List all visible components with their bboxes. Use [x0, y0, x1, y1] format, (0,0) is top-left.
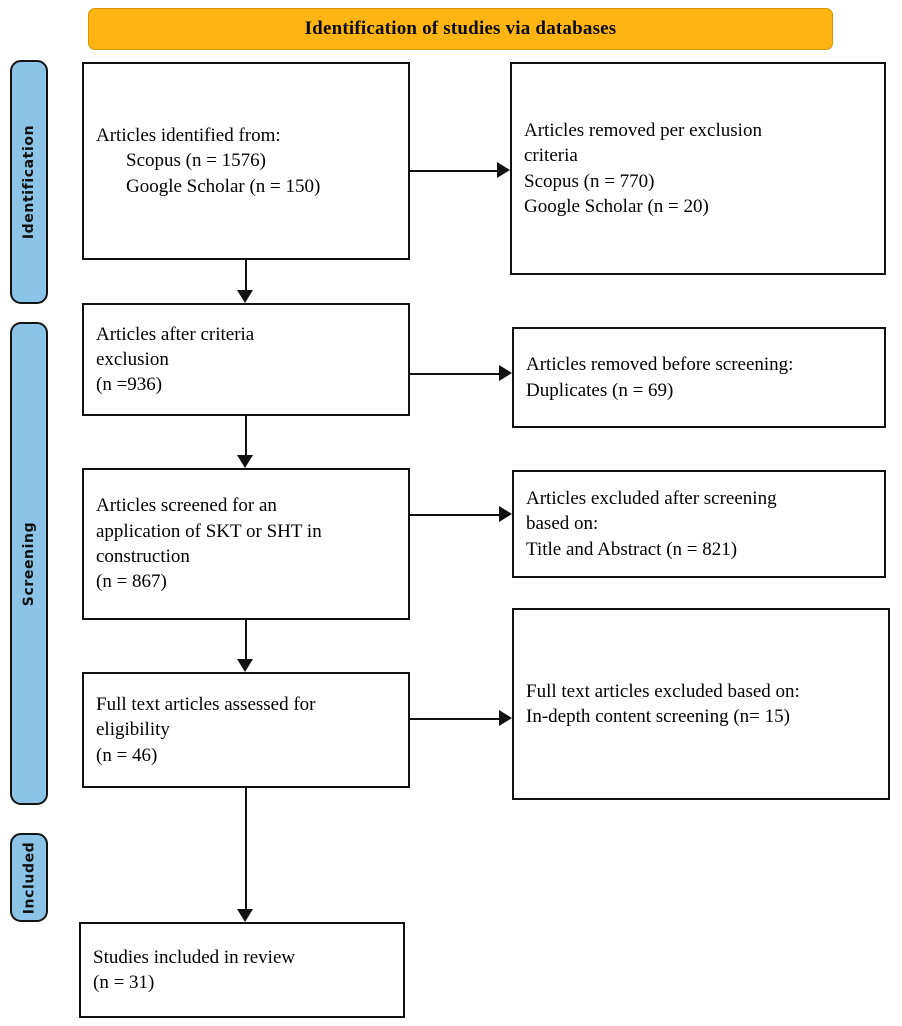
box-line: (n =936): [96, 374, 163, 396]
box-line: Scopus (n = 1576): [126, 150, 267, 172]
arrowhead-down-icon: [237, 290, 253, 303]
box-line: Articles identified from:: [96, 125, 281, 147]
box-line: criteria: [524, 145, 578, 167]
box-fulltext-assessed-eligibility: Full text articles assessed for eligibil…: [82, 672, 410, 788]
stage-label-included: Included: [21, 841, 37, 914]
stage-badge-screening: Screening: [10, 322, 48, 805]
box-fulltext-excluded: Full text articles excluded based on: In…: [512, 608, 890, 800]
box-line: Articles after criteria: [96, 323, 255, 345]
box-line: (n = 867): [96, 571, 167, 593]
box-line: Articles removed per exclusion: [524, 119, 762, 141]
box-line: Full text articles excluded based on:: [526, 680, 800, 702]
arrowhead-down-icon: [237, 455, 253, 468]
connector-after-criteria-to-screened: [245, 416, 247, 455]
box-articles-identified: Articles identified from: Scopus (n = 15…: [82, 62, 410, 260]
box-articles-excluded-after-screening: Articles excluded after screening based …: [512, 470, 886, 578]
box-articles-after-criteria-exclusion: Articles after criteria exclusion (n =93…: [82, 303, 410, 416]
connector-screened-to-fulltext: [245, 620, 247, 659]
connector-identified-to-after-criteria: [245, 260, 247, 290]
box-line: Articles excluded after screening: [526, 488, 777, 510]
box-line: exclusion: [96, 348, 169, 370]
box-line: Articles removed before screening:: [526, 354, 794, 376]
arrowhead-down-icon: [237, 659, 253, 672]
connector-screened-to-excluded-screening: [410, 514, 499, 516]
box-articles-screened: Articles screened for an application of …: [82, 468, 410, 620]
box-line: (n = 46): [96, 744, 158, 766]
stage-label-screening: Screening: [21, 521, 37, 606]
box-line: Scopus (n = 770): [524, 170, 655, 192]
connector-after-criteria-to-removed-duplicates: [410, 373, 499, 375]
box-line: application of SKT or SHT in: [96, 520, 322, 542]
box-line: Google Scholar (n = 150): [126, 175, 321, 197]
box-line: construction: [96, 546, 190, 567]
box-studies-included-in-review: Studies included in review (n = 31): [79, 922, 405, 1018]
box-line: Google Scholar (n = 20): [524, 195, 709, 217]
arrowhead-right-icon: [499, 710, 512, 726]
stage-badge-included: Included: [10, 833, 48, 922]
box-line: eligibility: [96, 719, 170, 741]
arrowhead-right-icon: [499, 506, 512, 522]
box-line: Studies included in review: [93, 946, 296, 968]
banner-title: Identification of studies via databases: [304, 18, 617, 39]
arrowhead-right-icon: [499, 365, 512, 381]
box-articles-removed-before-screening: Articles removed before screening: Dupli…: [512, 327, 886, 428]
stage-badge-identification: Identification: [10, 60, 48, 304]
stage-label-identification: Identification: [21, 124, 38, 240]
connector-identified-to-removed-exclusion: [410, 170, 497, 172]
box-line: Full text articles assessed for: [96, 694, 316, 716]
arrowhead-down-icon: [237, 909, 253, 922]
box-line: (n = 31): [93, 972, 155, 993]
box-line: Duplicates (n = 69): [526, 379, 674, 401]
box-line: In-depth content screening (n= 15): [526, 706, 790, 727]
box-line: Articles screened for an: [96, 495, 277, 517]
arrowhead-right-icon: [497, 162, 510, 178]
connector-fulltext-to-fulltext-excluded: [410, 718, 499, 720]
box-line: based on:: [526, 513, 599, 535]
banner-identification-of-studies: Identification of studies via databases: [88, 8, 833, 50]
connector-fulltext-to-included: [245, 788, 247, 909]
box-articles-removed-exclusion-criteria: Articles removed per exclusion criteria …: [510, 62, 886, 275]
box-line: Title and Abstract (n = 821): [526, 538, 738, 560]
